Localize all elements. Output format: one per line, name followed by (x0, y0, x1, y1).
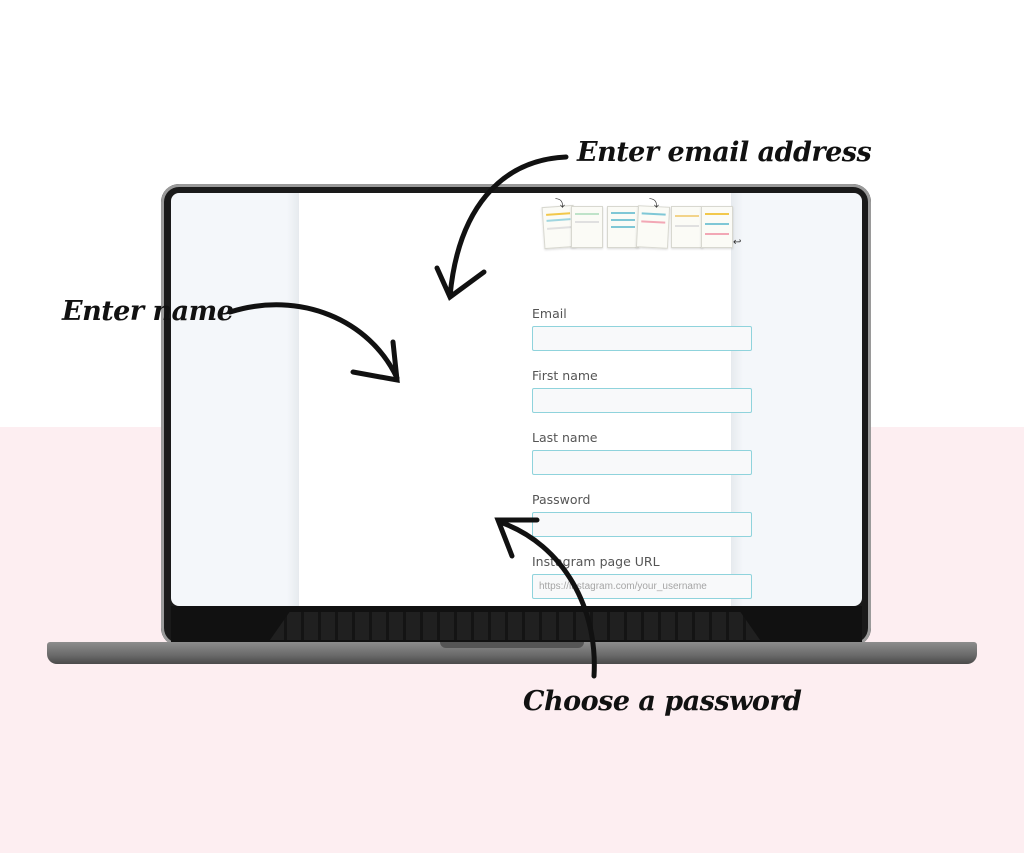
email-label: Email (532, 306, 567, 321)
laptop-screen: ⤵ ⤵ ↩ Email First name Last name Passwor… (171, 193, 862, 606)
laptop-notch (440, 642, 584, 648)
laptop-keyboard (270, 612, 760, 640)
instagram-url-field[interactable] (532, 574, 752, 599)
first-name-label: First name (532, 368, 598, 383)
planner-page-thumb (671, 206, 703, 248)
arrow-icon: ↩ (733, 237, 742, 248)
arrow-icon: ⤵ (649, 199, 659, 210)
email-field[interactable] (532, 326, 752, 351)
password-label: Password (532, 492, 591, 507)
signup-page: ⤵ ⤵ ↩ Email First name Last name Passwor… (299, 193, 752, 606)
instagram-label: Instagram page URL (532, 554, 660, 569)
last-name-label: Last name (532, 430, 598, 445)
annotation-choose-password: Choose a password (523, 686, 802, 717)
arrow-icon: ⤵ (555, 199, 565, 210)
annotation-enter-name: Enter name (62, 296, 234, 327)
panel-shadow-left (287, 193, 299, 606)
last-name-field[interactable] (532, 450, 752, 475)
planner-page-thumb (635, 205, 671, 249)
planner-page-thumb (607, 206, 639, 248)
planner-page-thumb (701, 206, 733, 248)
first-name-field[interactable] (532, 388, 752, 413)
annotation-enter-email: Enter email address (577, 137, 872, 168)
planner-page-thumb (571, 206, 603, 248)
password-field[interactable] (532, 512, 752, 537)
product-preview-image: ⤵ ⤵ ↩ (541, 199, 751, 251)
